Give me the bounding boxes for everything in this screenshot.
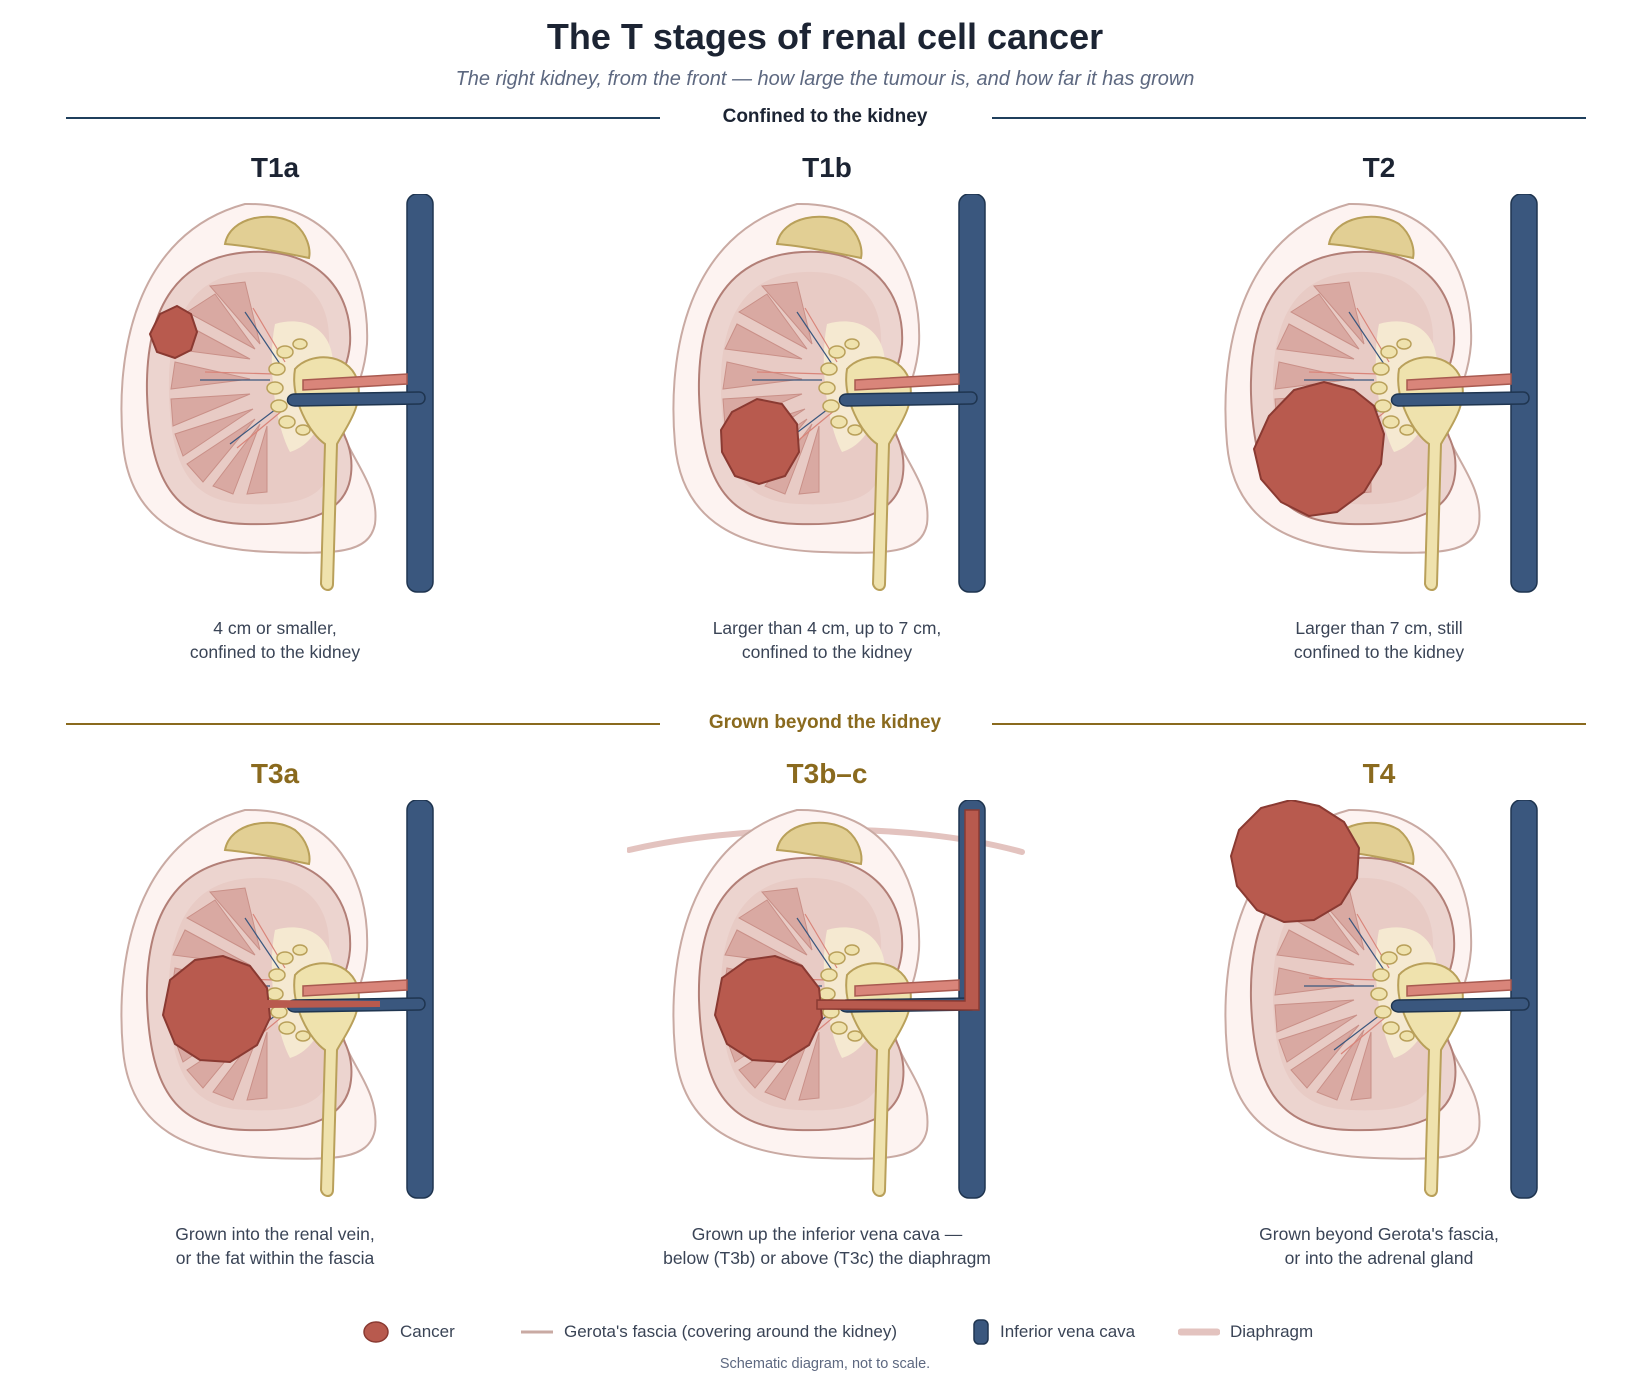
page-title: The T stages of renal cell cancer [546, 16, 1104, 57]
stage-title: T1a [250, 152, 300, 183]
kidney-diagram-t3a [120, 800, 434, 1199]
section-rule-right [992, 117, 1586, 119]
stage-t3a: T3a Grown into the renal vein, or the fa… [5, 756, 545, 1270]
stage-title: T3a [250, 758, 300, 789]
legend-item-diaphragm: Diaphragm [1178, 1318, 1313, 1346]
footnote: Schematic diagram, not to scale. [719, 1356, 931, 1372]
stage-t1a: T1a 4 cm or smaller, confined to the kid… [5, 150, 545, 664]
section-label: Grown beyond the kidney [708, 712, 942, 733]
kidney-diagram-t1b [672, 194, 986, 593]
stage-description: Larger than 4 cm, up to 7 cm, confined t… [712, 618, 942, 662]
stage-t3b-c: T3b–c Grown up the inferior vena cava — … [557, 756, 1097, 1270]
stage-description: Larger than 7 cm, still confined to the … [1293, 618, 1465, 662]
tumour-thrombus [816, 809, 980, 1011]
stage-title: T2 [1362, 152, 1396, 183]
stage-t1b: T1b Larger than 4 cm, up to 7 cm, confin… [557, 150, 1097, 664]
tumour [161, 954, 272, 1064]
legend-item-vena-cava: Inferior vena cava [972, 1318, 1135, 1346]
kidney-diagram-t4 [1224, 800, 1538, 1199]
section-rule-right [992, 723, 1586, 725]
vena-cava-swatch-icon [973, 1319, 989, 1345]
stage-description: Grown into the renal vein, or the fat wi… [175, 1224, 375, 1268]
tumour [719, 397, 801, 486]
section-header-confined: Confined to the kidney [0, 106, 1650, 130]
tumour [1252, 380, 1386, 518]
stage-t2: T2 Larger than 7 cm, still confined to t… [1109, 150, 1649, 664]
tumour-extension-renal-vein [265, 1000, 380, 1008]
section-rule-left [66, 723, 660, 725]
fascia-line-icon [521, 1330, 553, 1334]
kidney-diagram-t3b-c [627, 800, 1025, 1199]
tumour [1229, 800, 1361, 924]
legend: Cancer Gerota's fascia (covering around … [0, 1318, 1650, 1346]
kidney-diagram-t2 [1224, 194, 1538, 593]
stage-description: Grown beyond Gerota's fascia, or into th… [1259, 1224, 1499, 1268]
stage-title: T4 [1362, 758, 1396, 789]
stage-description: 4 cm or smaller, confined to the kidney [189, 618, 361, 662]
kidney-diagram-t1a [120, 194, 434, 593]
page-subtitle: The right kidney, from the front — how l… [455, 68, 1195, 90]
stage-title: T3b–c [786, 758, 868, 789]
stage-t4: T4 Grown beyond Gerota's fascia, or into… [1109, 756, 1649, 1270]
legend-item-cancer: Cancer [362, 1318, 455, 1346]
cancer-swatch-icon [363, 1321, 389, 1343]
tumour [148, 304, 199, 360]
stage-title: T1b [802, 152, 852, 183]
stage-description: Grown up the inferior vena cava — below … [663, 1224, 991, 1268]
section-label: Confined to the kidney [722, 106, 928, 127]
section-rule-left [66, 117, 660, 119]
tumour [713, 954, 824, 1064]
section-header-beyond: Grown beyond the kidney [0, 712, 1650, 736]
diaphragm-line-icon [1178, 1328, 1220, 1336]
legend-item-fascia: Gerota's fascia (covering around the kid… [520, 1318, 897, 1346]
